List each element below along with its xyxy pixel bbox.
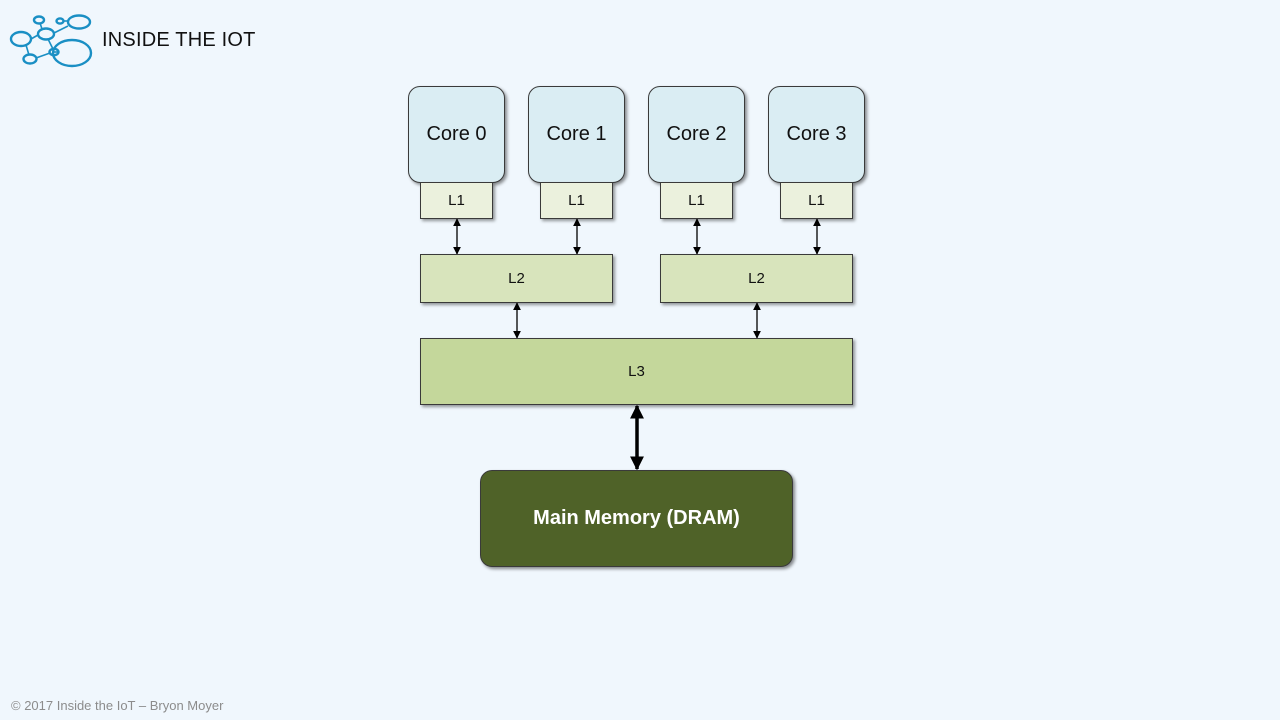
l1-cache-1: L1	[540, 182, 613, 219]
l3-cache: L3	[420, 338, 853, 405]
copyright-footer: © 2017 Inside the IoT – Bryon Moyer	[11, 698, 224, 713]
l2-cache-0: L2	[420, 254, 613, 303]
main-memory-dram: Main Memory (DRAM)	[480, 470, 793, 567]
core-3: Core 3	[768, 86, 865, 183]
core-2: Core 2	[648, 86, 745, 183]
brand-title: INSIDE THE IOT	[102, 29, 256, 51]
l1-cache-0: L1	[420, 182, 493, 219]
l1-cache-3: L1	[780, 182, 853, 219]
core-0: Core 0	[408, 86, 505, 183]
l1-cache-2: L1	[660, 182, 733, 219]
l2-cache-1: L2	[660, 254, 853, 303]
core-1: Core 1	[528, 86, 625, 183]
network-nodes-logo-icon	[9, 14, 93, 68]
